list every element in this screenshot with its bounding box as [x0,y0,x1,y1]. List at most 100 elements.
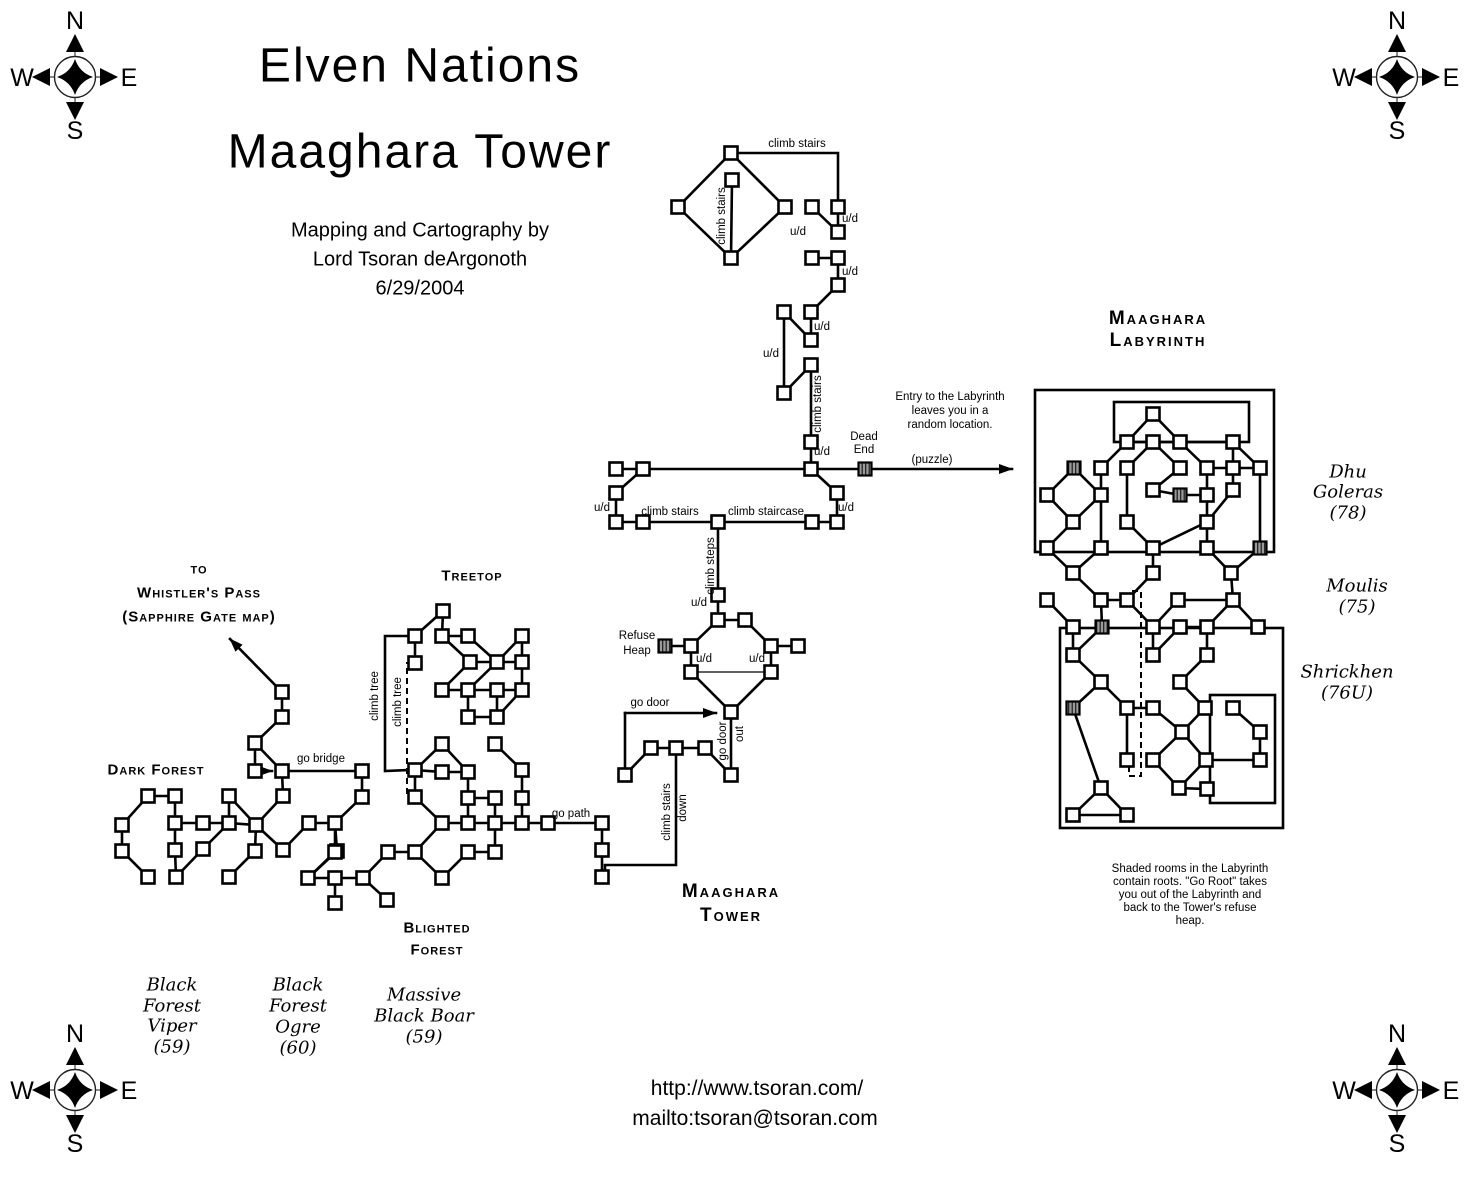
map-edges [120,151,1262,905]
label-script: (60) [279,1037,317,1059]
direction-arrow [228,637,280,690]
label-note: contain roots. "Go Root" takes [1113,876,1267,888]
label-script: Black Boar [374,1005,474,1027]
label-area-lg: Maaghara [681,881,781,902]
room [460,682,476,698]
label-path: go path [551,808,591,820]
room [1145,647,1161,663]
room [803,304,819,320]
room [608,514,624,530]
map-edge [729,178,734,260]
compass-letter-s: S [67,117,84,145]
byline-credit: Mapping and Cartography by [291,219,549,242]
room [1199,487,1215,503]
room [460,844,476,860]
label-area-lg: Tower [699,905,763,926]
label-script: Black [272,974,324,996]
room [829,514,845,530]
map-edge [676,151,733,209]
room [274,684,290,700]
west-arrow-icon [32,68,50,86]
north-arrow-icon [1388,1047,1406,1065]
room [1119,434,1135,450]
room [1065,514,1081,530]
room [1119,592,1135,608]
room [683,638,699,654]
room [697,740,713,756]
room [776,385,792,401]
south-arrow-icon [66,102,84,120]
room [1172,619,1188,635]
label-script: (59) [405,1026,443,1048]
label-path: u/d [842,213,858,225]
room [195,841,211,857]
room [804,250,820,266]
room [514,654,530,670]
room [1093,592,1109,608]
room [1225,482,1241,498]
north-arrow-icon [1388,34,1406,52]
room [1252,724,1268,740]
compass-letter-s: S [1389,1130,1406,1158]
room [1145,700,1161,716]
room [460,764,476,780]
room [489,682,505,698]
label-script: (76U) [1320,682,1374,704]
south-arrow-icon [66,1115,84,1133]
label-pathv: climb stairs [716,187,728,245]
room [327,844,343,860]
label-area-lg: Labyrinth [1109,330,1207,351]
label-path: u/d [814,321,830,333]
room [1119,752,1135,768]
room [247,763,263,779]
room [1039,540,1055,556]
room [434,736,450,752]
label-path: End [853,444,875,456]
map-edge [676,205,733,260]
compass-letter-w: W [10,1077,34,1105]
room [1065,565,1081,581]
room [643,740,659,756]
room [1250,619,1266,635]
room [723,704,739,720]
label-script: (59) [153,1036,191,1058]
room [1199,540,1215,556]
room [195,815,211,831]
map-edge [1151,520,1209,550]
page-title-line2: Maaghara Tower [227,125,613,179]
room [1199,647,1215,663]
room [327,870,343,886]
label-area: Whistler's Pass [137,584,261,602]
room [275,788,291,804]
room [489,709,505,725]
room [301,815,317,831]
map-path [383,634,411,773]
room [514,628,530,644]
room [514,815,530,831]
room [608,485,624,501]
room [514,682,530,698]
room [1039,487,1055,503]
room [379,892,395,908]
label-path: Heap [623,645,651,657]
label-script: Viper [147,1015,197,1037]
compass-star [57,59,93,95]
label-note: Shaded rooms in the Labyrinth [1111,863,1269,875]
compass-letter-w: W [1332,1077,1356,1105]
room [1145,619,1161,635]
room [1197,700,1213,716]
website-url: http://www.tsoran.com/ [650,1077,864,1100]
room [1119,700,1135,716]
room [803,434,819,450]
shaded-room [1066,460,1082,476]
room [221,815,237,831]
room [434,815,450,831]
map-edge [729,205,787,260]
compass-letter-e: E [121,1077,138,1105]
south-arrow-icon [1388,1115,1406,1133]
map-dashed-path [1128,590,1142,777]
label-path: Dead [850,431,878,443]
mailto-link: mailto:tsoran@tsoran.com [632,1107,878,1130]
label-path: Refuse [618,630,656,642]
